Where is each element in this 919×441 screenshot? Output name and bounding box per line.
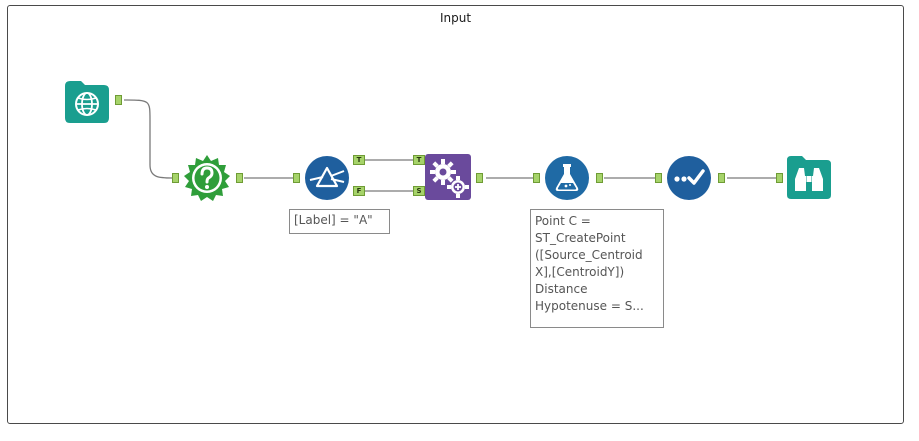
formula-annotation-line: Hypotenuse = S... — [535, 299, 644, 313]
binoculars-icon — [787, 156, 831, 199]
macro-input-t-anchor[interactable]: T — [413, 155, 425, 165]
test-input-anchor[interactable] — [172, 173, 179, 183]
flask-icon — [545, 156, 589, 200]
filter-input-anchor[interactable] — [293, 173, 300, 183]
macro-output-anchor[interactable] — [476, 173, 483, 183]
formula-annotation-line: X],[CentroidY]) — [535, 265, 625, 279]
formula-input-anchor[interactable] — [533, 173, 540, 183]
globe-icon — [65, 81, 109, 123]
filter-annotation: [Label] = "A" — [289, 209, 390, 234]
formula-annotation: Point C = ST_CreatePoint ([Source_Centro… — [530, 209, 664, 328]
select-output-anchor[interactable] — [718, 173, 725, 183]
question-icon — [184, 155, 230, 201]
macro-input-s-anchor[interactable]: S — [413, 186, 425, 196]
test-tool[interactable] — [183, 154, 231, 202]
browse-input-anchor[interactable] — [776, 173, 783, 183]
input-data-output-anchor[interactable] — [115, 95, 122, 105]
formula-output-anchor[interactable] — [596, 173, 603, 183]
filter-prism-icon — [305, 156, 349, 200]
filter-false-anchor[interactable]: F — [353, 186, 365, 196]
formula-annotation-line: ([Source_Centroid — [535, 248, 643, 262]
input-data-tool[interactable] — [63, 78, 111, 124]
check-icon — [667, 156, 711, 200]
browse-tool[interactable] — [786, 154, 832, 200]
input-container[interactable]: Input — [7, 5, 904, 424]
filter-true-anchor[interactable]: T — [353, 155, 365, 165]
select-input-anchor[interactable] — [655, 173, 662, 183]
formula-tool[interactable] — [544, 155, 590, 201]
container-title[interactable]: Input — [439, 11, 472, 25]
filter-tool[interactable] — [304, 155, 350, 201]
macro-tool[interactable] — [425, 154, 471, 200]
test-output-anchor[interactable] — [236, 173, 243, 183]
select-tool[interactable] — [666, 155, 712, 201]
gears-icon — [425, 154, 471, 200]
formula-annotation-line: ST_CreatePoint — [535, 231, 626, 245]
formula-annotation-line: Distance — [535, 282, 588, 296]
filter-annotation-text: [Label] = "A" — [294, 213, 373, 227]
formula-annotation-line: Point C = — [535, 214, 591, 228]
